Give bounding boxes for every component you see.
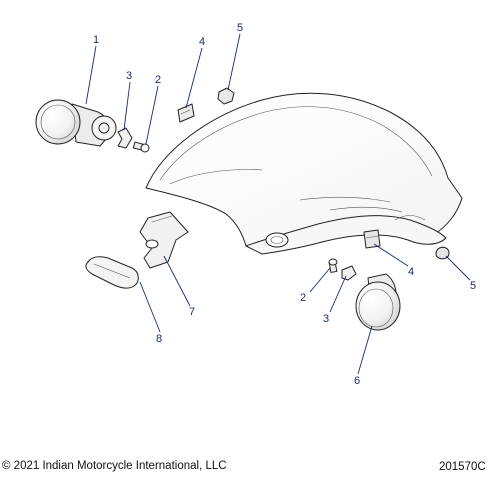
leader-6: [357, 325, 373, 375]
callout-8: 8: [156, 333, 162, 345]
leader-2b: [309, 267, 331, 293]
screw-left: [132, 141, 150, 153]
leader-8: [139, 281, 161, 333]
license-bracket: [139, 211, 189, 269]
rear-fender: [145, 92, 463, 255]
turn-signal-right: [355, 273, 401, 331]
leader-4b: [373, 243, 409, 267]
figure-id: 201570C: [439, 461, 486, 473]
clip-lower: [341, 265, 357, 281]
callout-3-lower: 3: [323, 313, 329, 325]
leader-5a: [227, 33, 241, 91]
reflector-lens: [85, 256, 139, 289]
callout-2-upper: 2: [155, 74, 161, 86]
callout-7: 7: [189, 306, 195, 318]
callout-labels: 1 3 2 4 5 7 8 2 3 4 5 6: [93, 22, 476, 387]
clip-left: [117, 127, 133, 149]
leader-5b: [445, 255, 471, 281]
leader-2a: [145, 85, 159, 145]
leader-1: [85, 45, 97, 105]
pad-lower: [363, 229, 381, 249]
callout-2-lower: 2: [300, 292, 306, 304]
copyright-notice: © 2021 Indian Motorcycle International, …: [2, 460, 227, 472]
leader-3a: [123, 81, 131, 131]
screw-lower: [328, 258, 338, 273]
callout-6: 6: [354, 375, 360, 387]
callout-4-lower: 4: [408, 266, 414, 278]
callout-1: 1: [93, 34, 99, 46]
turn-signal-left: [35, 99, 117, 147]
callout-5-lower: 5: [470, 280, 476, 292]
leader-4a: [185, 47, 203, 109]
leader-7: [163, 255, 191, 307]
pad-upper: [177, 103, 195, 123]
callout-5-upper: 5: [237, 22, 243, 34]
leader-3b: [329, 275, 347, 313]
callout-3-upper: 3: [126, 70, 132, 82]
nut-lower: [435, 246, 450, 260]
leader-lines: [85, 33, 471, 375]
callout-4-upper: 4: [199, 36, 205, 48]
nut-upper: [217, 87, 235, 105]
